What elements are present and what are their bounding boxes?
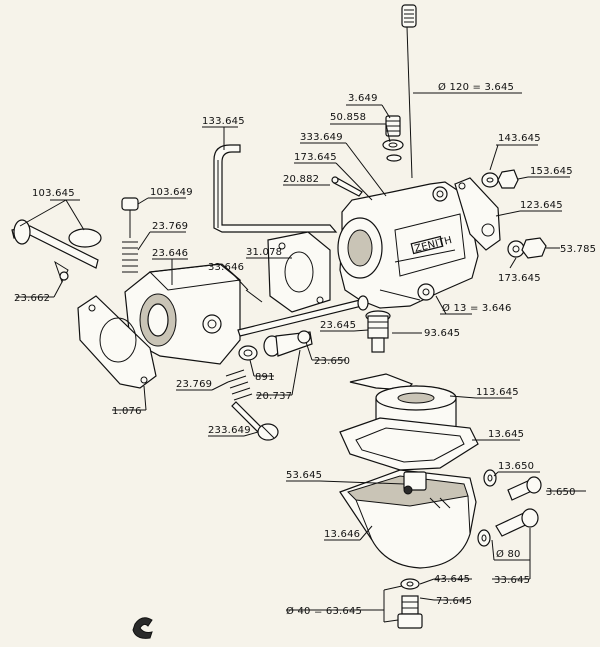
flange-23646 bbox=[124, 263, 242, 365]
flange-gasket-31078 bbox=[267, 231, 331, 313]
label-23650: 23.650 bbox=[314, 356, 350, 367]
pin-20882 bbox=[331, 176, 363, 197]
label-133645: 133.645 bbox=[202, 116, 245, 127]
bowl-gasket-13645 bbox=[339, 417, 479, 471]
label-13650: 13.650 bbox=[498, 461, 534, 472]
gasket-1076 bbox=[77, 295, 157, 389]
float-bowl-13646 bbox=[339, 469, 477, 569]
label-23662: 23.662 bbox=[14, 293, 50, 304]
label-33645: 33.645 bbox=[494, 575, 530, 586]
label-173645-top: 173.645 bbox=[294, 152, 337, 163]
label-13645: 13.645 bbox=[488, 429, 524, 440]
needle-rod bbox=[401, 4, 417, 179]
screw-103649 bbox=[121, 197, 139, 273]
label-1076: 1.076 bbox=[112, 406, 142, 417]
screw-3650 bbox=[483, 469, 542, 501]
label-23769-top: 23.769 bbox=[152, 221, 188, 232]
jet-93645 bbox=[365, 310, 391, 353]
label-13646: 13.646 bbox=[324, 529, 360, 540]
label-93645: 93.645 bbox=[424, 328, 460, 339]
label-891: 891 bbox=[255, 372, 275, 383]
label-333649: 333.649 bbox=[300, 132, 343, 143]
carburetor-body: ZENITH bbox=[337, 181, 479, 309]
label-73645: 73.645 bbox=[436, 596, 472, 607]
label-103645: 103.645 bbox=[32, 188, 75, 199]
bent-tube-133645 bbox=[213, 144, 338, 233]
washer-891 bbox=[238, 345, 258, 361]
label-233649: 233.649 bbox=[208, 425, 251, 436]
pin-33646 bbox=[245, 289, 263, 303]
drain-plug-63645 bbox=[397, 578, 423, 629]
label-50858: 50.858 bbox=[330, 112, 366, 123]
label-3645-120: Ø 120 = 3.645 bbox=[438, 81, 514, 93]
part-labels: Ø 120 = 3.645 3.649 50.858 333.649 173.6… bbox=[14, 81, 596, 617]
label-123645: 123.645 bbox=[520, 200, 563, 211]
bolt-20737 bbox=[263, 330, 313, 357]
label-143645: 143.645 bbox=[498, 133, 541, 144]
nut-53785 bbox=[507, 237, 547, 259]
label-33646: 33.646 bbox=[208, 262, 244, 273]
long-bolt bbox=[237, 295, 369, 337]
label-23645: 23.645 bbox=[320, 320, 356, 331]
label-153645: 153.645 bbox=[530, 166, 573, 177]
label-23769-bottom: 23.769 bbox=[176, 379, 212, 390]
label-53645: 53.645 bbox=[286, 470, 322, 481]
label-3649: 3.649 bbox=[348, 93, 378, 104]
label-20882: 20.882 bbox=[283, 174, 319, 185]
label-113645: 113.645 bbox=[476, 387, 519, 398]
screw-33645 bbox=[477, 508, 539, 547]
label-3646-13: Ø 13 = 3.646 bbox=[442, 302, 512, 314]
ink-mark bbox=[132, 617, 153, 639]
throttle-shaft-103645 bbox=[11, 219, 102, 284]
lever-123645 bbox=[454, 169, 519, 251]
label-23646: 23.646 bbox=[152, 248, 188, 259]
label-3650: 3.650 bbox=[546, 487, 576, 498]
label-53785: 53.785 bbox=[560, 244, 596, 255]
adjust-screw-233649 bbox=[225, 369, 279, 441]
label-20737: 20.737 bbox=[256, 391, 292, 402]
jet-screw-3649 bbox=[382, 115, 404, 162]
label-31078: 31.078 bbox=[246, 247, 282, 258]
label-173645-bottom: 173.645 bbox=[498, 273, 541, 284]
leader-lines bbox=[16, 92, 586, 623]
label-63645-40: Ø 40 = 63.645 bbox=[286, 605, 362, 617]
label-43645: 43.645 bbox=[434, 574, 470, 585]
label-103649: 103.649 bbox=[150, 187, 193, 198]
label-phi80: Ø 80 bbox=[496, 548, 521, 560]
